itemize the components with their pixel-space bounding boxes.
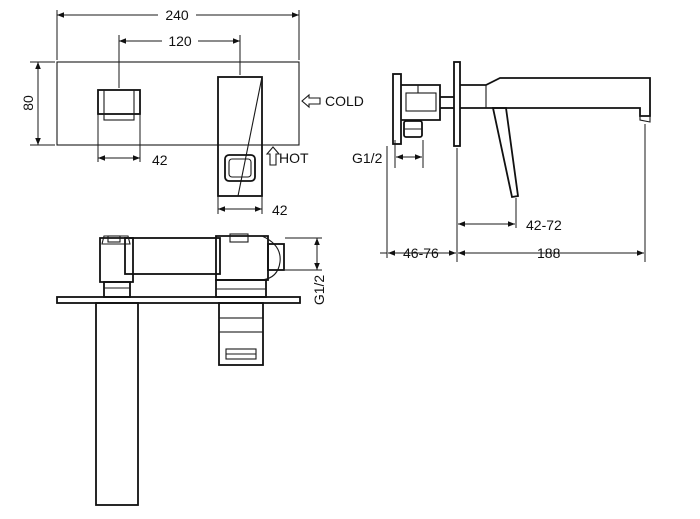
front-handle bbox=[217, 76, 263, 197]
plan-plate bbox=[56, 296, 301, 304]
dim-plate-width: 240 bbox=[165, 7, 189, 23]
hot-label: HOT bbox=[279, 150, 309, 166]
plan-right-valve bbox=[215, 233, 285, 298]
hot-indicator: HOT bbox=[265, 146, 309, 166]
plan-spout bbox=[95, 302, 139, 506]
front-plate bbox=[453, 61, 461, 147]
side-view: G1/2 42-72 46-76 188 bbox=[352, 61, 651, 262]
spout bbox=[460, 77, 651, 117]
plan-left-valve bbox=[99, 235, 134, 298]
dim-spout-to-handle: 120 bbox=[168, 33, 192, 49]
dim-plate-height: 80 bbox=[20, 95, 36, 111]
front-view: 240 120 80 42 42 COLD HOT bbox=[20, 7, 364, 218]
plan-handle bbox=[218, 302, 264, 366]
cold-label: COLD bbox=[325, 93, 364, 109]
dim-wall-depth: 46-76 bbox=[403, 245, 439, 261]
dim-bottom-thread: G1/2 bbox=[311, 275, 327, 306]
valve-body bbox=[401, 84, 441, 121]
rear-flange bbox=[392, 73, 402, 145]
dim-side-thread: G1/2 bbox=[352, 150, 383, 166]
dim-handle-projection: 42-72 bbox=[526, 217, 562, 233]
plan-view: G1/2 bbox=[56, 233, 327, 506]
dim-handle-width: 42 bbox=[272, 202, 288, 218]
cold-indicator: COLD bbox=[301, 93, 364, 109]
outlet-block bbox=[97, 89, 141, 121]
cover-plate bbox=[56, 61, 300, 146]
dim-spout-reach: 188 bbox=[537, 245, 561, 261]
dim-outlet-width: 42 bbox=[152, 152, 168, 168]
side-lever bbox=[491, 107, 520, 199]
plan-pipe bbox=[124, 237, 221, 275]
